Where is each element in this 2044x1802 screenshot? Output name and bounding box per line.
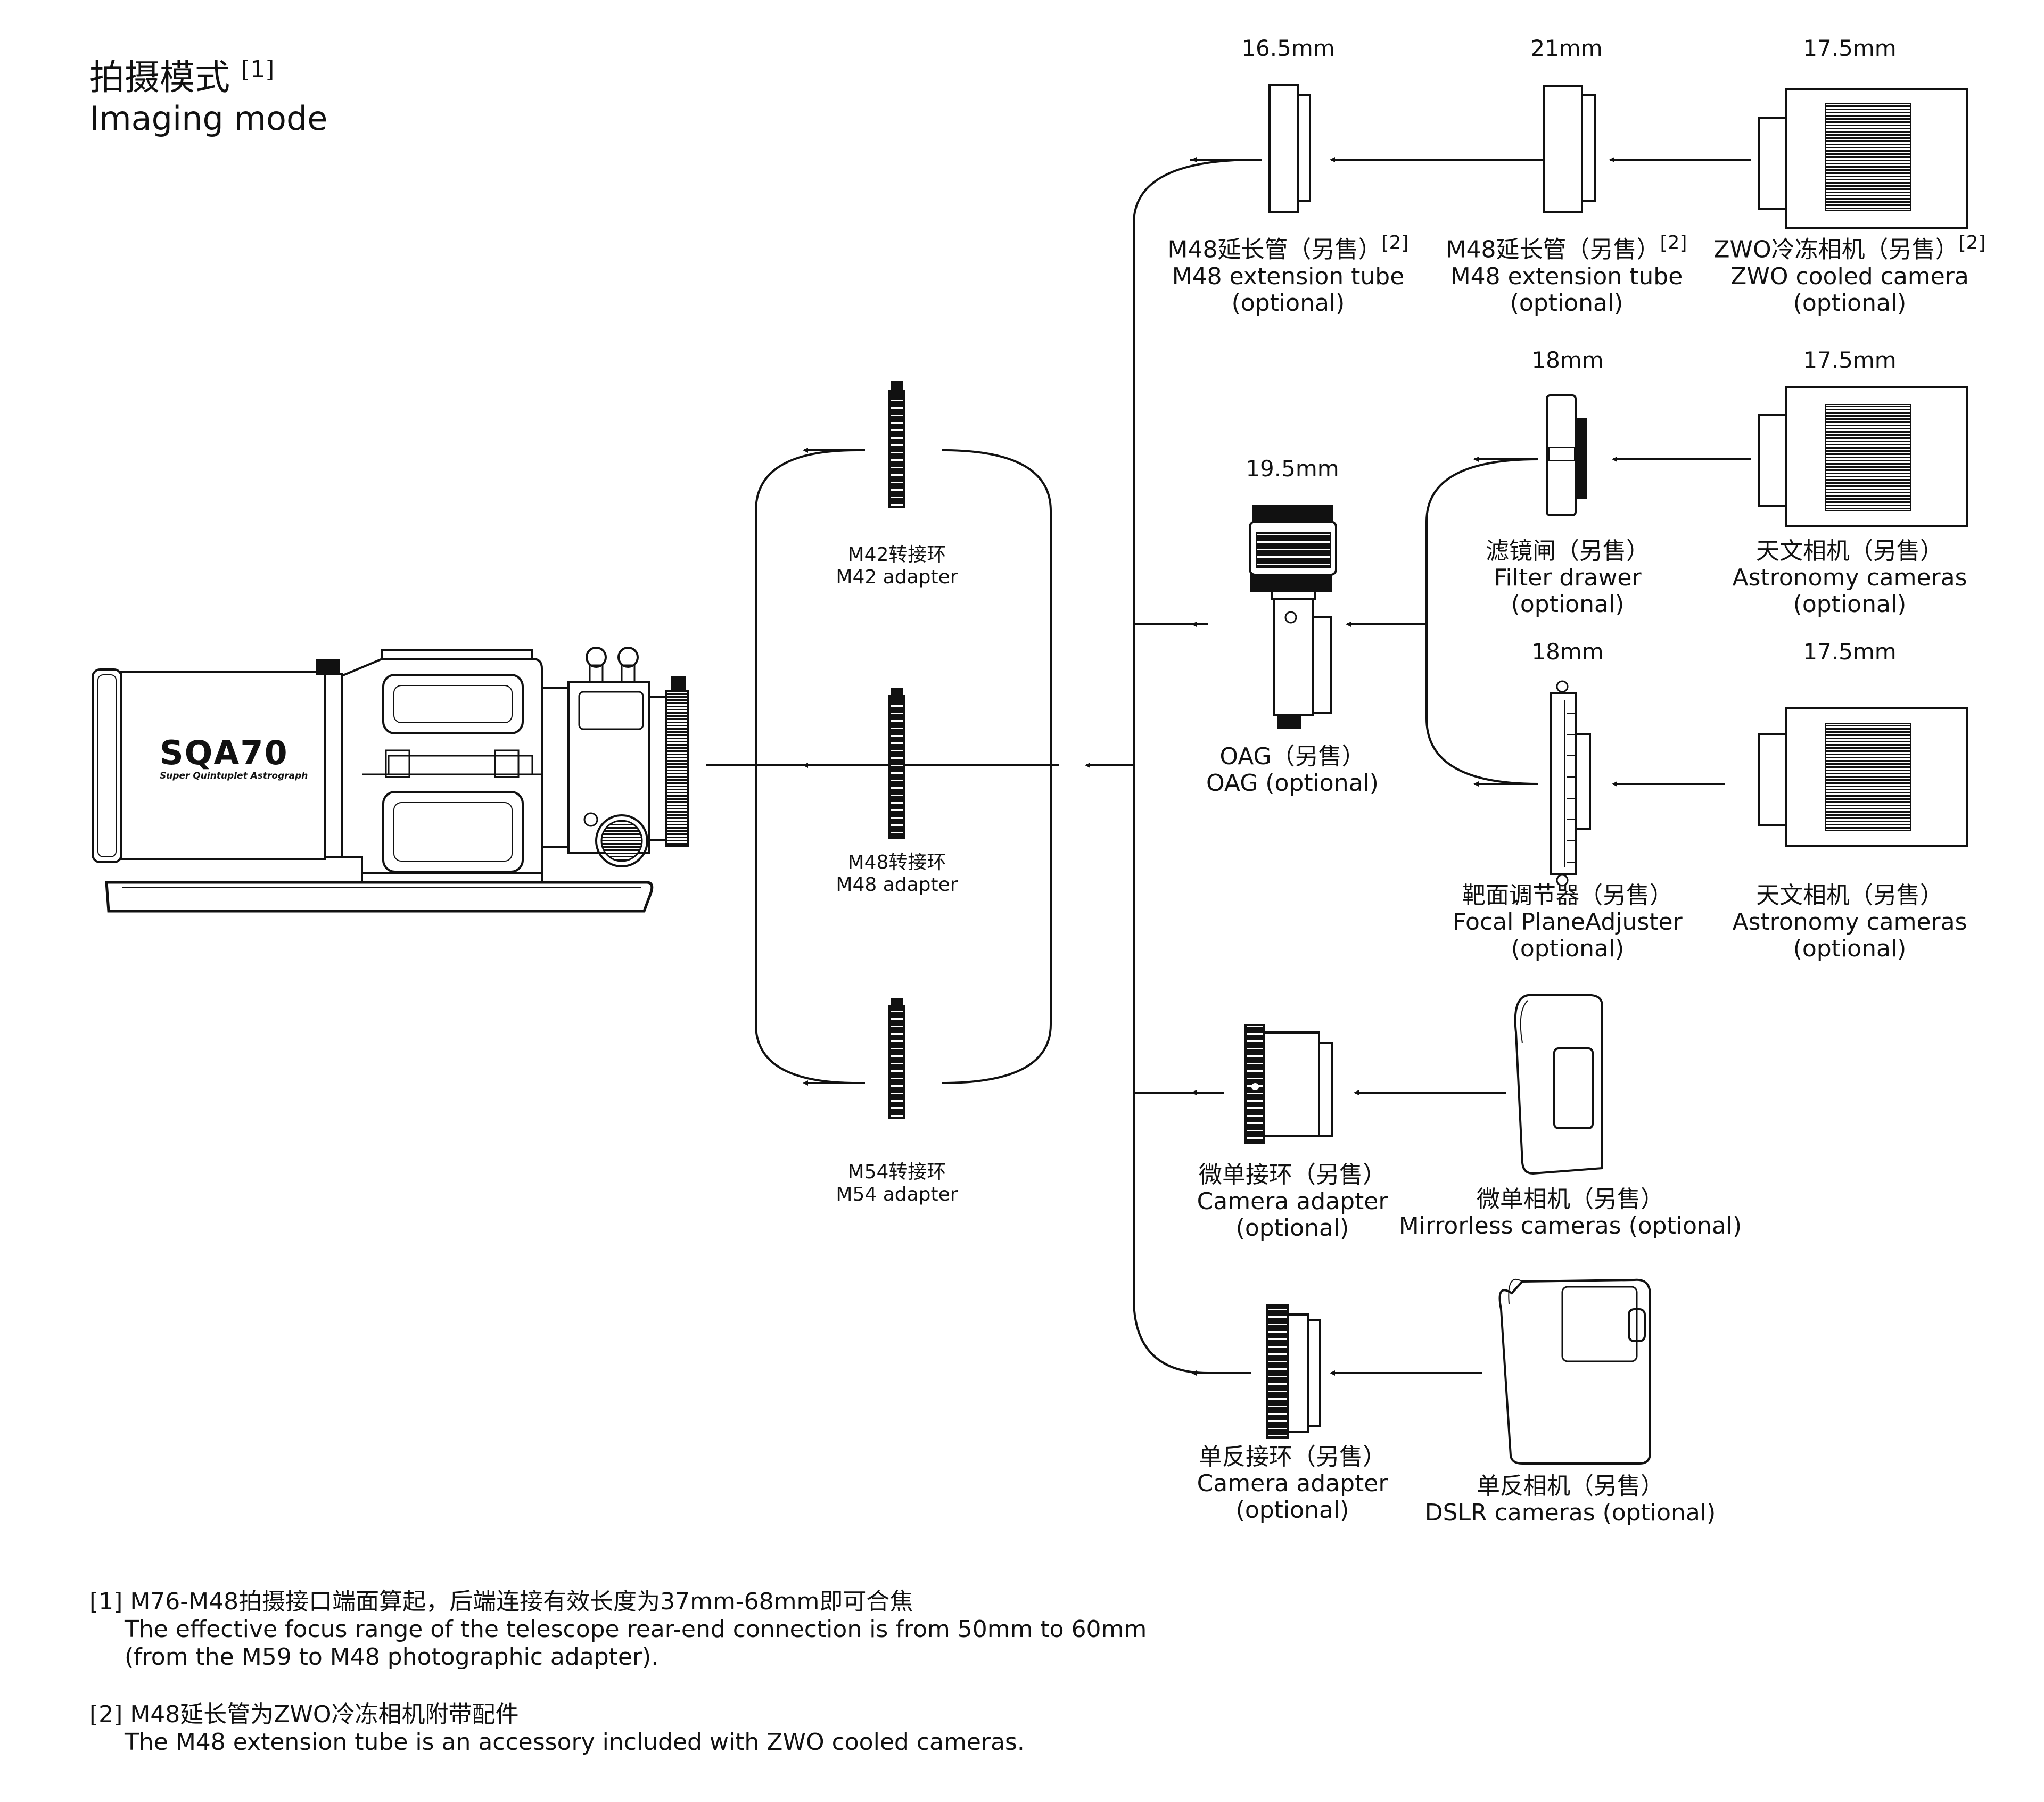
label-cn: 滤镜闸（另售） <box>1486 538 1650 565</box>
label-opt: (optional) <box>1231 289 1345 317</box>
adapter-en: M42 adapter <box>836 566 958 588</box>
adapter-en: M48 adapter <box>836 874 958 896</box>
label-dslr-camera: 单反相机（另售） DSLR cameras (optional) <box>1425 1473 1716 1526</box>
label-extension-2: M48延长管（另售）[2] M48 extension tube (option… <box>1446 230 1687 317</box>
footnote-line: [1] M76-M48拍摄接口端面算起，后端连接有效长度为37mm-68mm即可… <box>89 1588 913 1615</box>
telescope-tagline: Super Quintuplet Astrograph <box>160 771 308 781</box>
title-footnote-ref: [1] <box>241 56 275 83</box>
label-opt: (optional) <box>1793 289 1907 317</box>
dim-zwo-camera: 17.5mm <box>1803 35 1897 61</box>
adapter-rings <box>888 381 905 1119</box>
label-cn: ZWO冷冻相机（另售） <box>1713 236 1959 263</box>
footnote-line: (from the M59 to M48 photographic adapte… <box>125 1643 659 1671</box>
footnote-ref: [2] <box>1660 232 1687 254</box>
label-cn: 微单接环（另售） <box>1198 1161 1386 1188</box>
adapter-label-m54: M54转接环 M54 adapter <box>836 1161 958 1206</box>
adapter-cn: M42转接环 <box>847 544 946 566</box>
label-en: Mirrorless cameras (optional) <box>1398 1212 1742 1239</box>
dslr-chain-illustrations <box>1266 1278 1651 1465</box>
dim-extension-2: 21mm <box>1530 35 1603 61</box>
label-opt: (optional) <box>1511 935 1625 962</box>
adapter-en: M54 adapter <box>836 1184 958 1205</box>
oag-illustration <box>1249 505 1337 729</box>
telescope-brand: SQA70 <box>160 733 289 772</box>
label-en: OAG (optional) <box>1206 770 1379 797</box>
label-en: DSLR cameras (optional) <box>1424 1499 1716 1526</box>
adapter-label-m48: M48转接环 M48 adapter <box>836 852 958 896</box>
label-extension-1: M48延长管（另售）[2] M48 extension tube (option… <box>1168 230 1409 317</box>
label-en: Focal PlaneAdjuster <box>1453 908 1683 936</box>
label-dslr-adapter: 单反接环（另售） Camera adapter (optional) <box>1197 1444 1388 1524</box>
label-en: Astronomy cameras <box>1732 564 1967 591</box>
label-opt: (optional) <box>1511 591 1625 618</box>
label-cn: 单反接环（另售） <box>1198 1443 1386 1470</box>
dim-astro-camera-2: 17.5mm <box>1803 639 1897 665</box>
label-opt: (optional) <box>1793 935 1907 962</box>
footnote-ref: [2] <box>1381 232 1409 254</box>
dim-oag: 19.5mm <box>1246 456 1339 482</box>
footnote-2: [2] M48延长管为ZWO冷冻相机附带配件 The M48 extension… <box>89 1701 1025 1756</box>
page-title-cn: 拍摄模式 [1] <box>89 49 274 100</box>
label-en: Filter drawer <box>1494 564 1642 591</box>
label-opt: (optional) <box>1235 1214 1349 1242</box>
title-cn-text: 拍摄模式 <box>89 57 230 98</box>
label-oag: OAG（另售） OAG (optional) <box>1206 743 1379 797</box>
focal-chain-illustrations <box>1550 680 1968 887</box>
label-cn: 天文相机（另售） <box>1755 882 1943 909</box>
footnote-ref: [2] <box>1958 232 1986 254</box>
label-cn: OAG（另售） <box>1219 743 1365 770</box>
label-en: M48 extension tube <box>1172 262 1405 290</box>
connector-lines <box>706 157 1751 1376</box>
adapter-cn: M54转接环 <box>847 1161 946 1183</box>
label-opt: (optional) <box>1235 1497 1349 1524</box>
label-mirrorless-camera: 微单相机（另售） Mirrorless cameras (optional) <box>1399 1186 1742 1239</box>
footnote-1: [1] M76-M48拍摄接口端面算起，后端连接有效长度为37mm-68mm即可… <box>89 1588 1147 1671</box>
footnote-line: The effective focus range of the telesco… <box>125 1616 1147 1643</box>
label-en: Camera adapter <box>1197 1470 1388 1497</box>
label-cn: 微单相机（另售） <box>1477 1186 1664 1213</box>
telescope-illustration <box>92 647 689 913</box>
label-opt: (optional) <box>1793 591 1907 618</box>
dim-focal-adjuster: 18mm <box>1531 639 1604 665</box>
footnote-line: [2] M48延长管为ZWO冷冻相机附带配件 <box>89 1701 519 1728</box>
label-cn: M48延长管（另售） <box>1167 236 1382 263</box>
label-astro-camera-2: 天文相机（另售） Astronomy cameras (optional) <box>1732 882 1967 962</box>
label-cn: 靶面调节器（另售） <box>1462 882 1673 909</box>
label-cn: 天文相机（另售） <box>1755 538 1943 565</box>
top-chain-illustrations <box>1268 84 1968 229</box>
label-filter-drawer: 滤镜闸（另售） Filter drawer (optional) <box>1486 538 1650 618</box>
adapter-cn: M48转接环 <box>847 852 946 873</box>
dim-extension-1: 16.5mm <box>1241 35 1335 61</box>
label-en: Camera adapter <box>1197 1188 1388 1215</box>
label-opt: (optional) <box>1510 289 1623 317</box>
label-zwo-camera: ZWO冷冻相机（另售）[2] ZWO cooled camera (option… <box>1713 230 1985 317</box>
page-title-en: Imaging mode <box>89 99 328 138</box>
footnote-line: The M48 extension tube is an accessory i… <box>125 1729 1025 1756</box>
dim-filter-drawer: 18mm <box>1531 347 1604 373</box>
label-cn: M48延长管（另售） <box>1446 236 1660 263</box>
adapter-label-m42: M42转接环 M42 adapter <box>836 544 958 589</box>
label-en: Astronomy cameras <box>1732 908 1967 936</box>
label-en: M48 extension tube <box>1450 262 1683 290</box>
mirrorless-chain-illustrations <box>1244 994 1603 1175</box>
label-en: ZWO cooled camera <box>1730 262 1969 290</box>
dim-astro-camera-1: 17.5mm <box>1803 347 1897 373</box>
filter-chain-illustrations <box>1546 386 1968 527</box>
label-astro-camera-1: 天文相机（另售） Astronomy cameras (optional) <box>1732 538 1967 618</box>
label-focal-adjuster: 靶面调节器（另售） Focal PlaneAdjuster (optional) <box>1453 882 1682 962</box>
label-mirrorless-adapter: 微单接环（另售） Camera adapter (optional) <box>1197 1162 1388 1242</box>
label-cn: 单反相机（另售） <box>1477 1473 1664 1500</box>
